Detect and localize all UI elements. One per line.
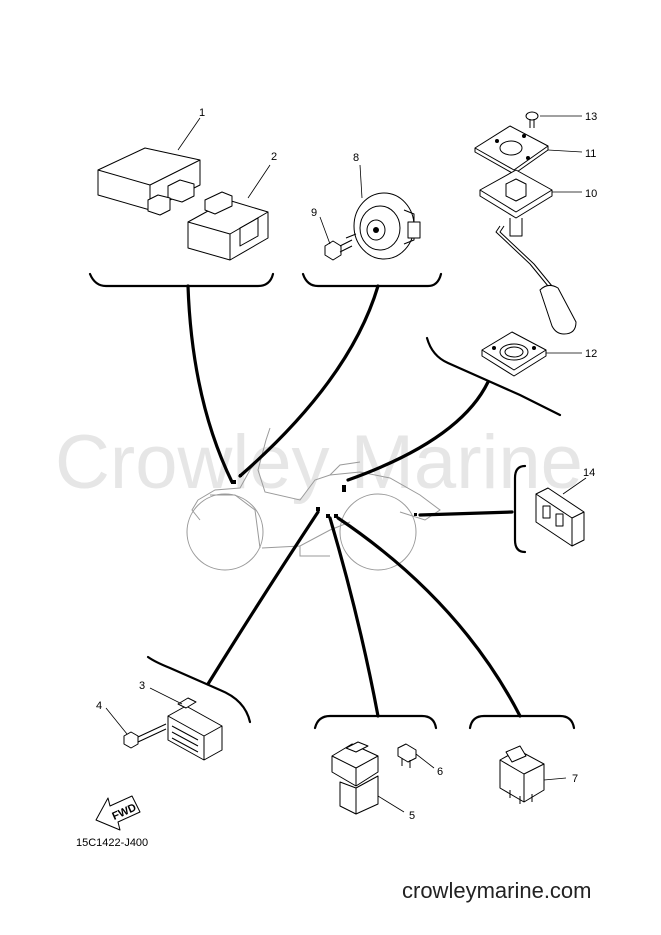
- part-6-fuse: [397, 743, 435, 769]
- connector-line-flasher: [206, 510, 320, 686]
- callout-2: 2: [271, 151, 277, 163]
- part-4-bolt: [105, 707, 167, 749]
- callout-10: 10: [585, 188, 597, 200]
- scooter-outline: [186, 427, 441, 571]
- callout-12: 12: [585, 348, 597, 360]
- group-bracket-fuel: [425, 336, 562, 417]
- callout-13: 13: [585, 111, 597, 123]
- part-3-flasher-relay: [149, 687, 223, 761]
- part-14-connector: [535, 477, 587, 547]
- group-bracket-flasher: [146, 655, 252, 724]
- callout-14: 14: [583, 467, 595, 479]
- callout-1: 1: [199, 107, 205, 119]
- callout-5: 5: [409, 810, 415, 822]
- part-12-gasket-ring: [481, 331, 582, 377]
- part-10-fuel-sender: [479, 169, 582, 335]
- callout-7: 7: [572, 773, 578, 785]
- callout-6: 6: [437, 766, 443, 778]
- part-8-horn: [345, 164, 421, 260]
- part-1-control-unit: [97, 117, 201, 216]
- connector-line-fuse: [328, 516, 380, 718]
- part-9-bolt: [319, 216, 353, 261]
- callout-9: 9: [311, 207, 317, 219]
- connector-line-horn: [238, 284, 380, 478]
- connector-line-fuel: [346, 380, 490, 482]
- connector-line-relay-7: [336, 516, 522, 718]
- group-bracket-relay-14: [513, 464, 527, 554]
- part-7-relay: [499, 745, 567, 804]
- group-bracket-relay-7: [468, 714, 576, 730]
- forward-direction-arrow: FWD: [95, 795, 141, 831]
- callout-8: 8: [353, 152, 359, 164]
- callout-11: 11: [585, 148, 596, 160]
- group-bracket-fuse: [313, 714, 438, 730]
- group-bracket-horn: [301, 272, 443, 288]
- connector-line-ecu: [186, 284, 234, 484]
- part-11-gasket: [474, 125, 583, 175]
- site-url-text: crowleymarine.com: [402, 878, 592, 903]
- diagram-code: 15C1422-J400: [76, 837, 148, 849]
- connector-line-relay-14: [418, 510, 514, 517]
- callout-4: 4: [96, 700, 102, 712]
- callout-3: 3: [139, 680, 145, 692]
- part-2-holder: [187, 164, 271, 261]
- part-5-starter-relay: [331, 741, 405, 815]
- group-bracket-ecu: [88, 272, 275, 288]
- part-13-screw: [525, 111, 582, 128]
- watermark-text: Crowley Marine: [55, 420, 583, 505]
